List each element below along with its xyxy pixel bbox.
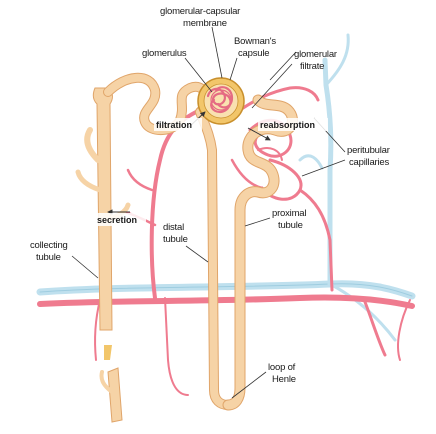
label-peritubular-1: peritubular xyxy=(347,145,390,156)
label-membrane-2: membrane xyxy=(183,18,227,29)
label-secretion: secretion xyxy=(97,215,137,225)
label-filtration: filtration xyxy=(156,120,192,130)
label-capsule-2: capsule xyxy=(238,48,269,59)
label-henle-1: loop of xyxy=(268,362,296,373)
label-filtrate-1: glomerular xyxy=(294,49,337,60)
label-proximal-1: proximal xyxy=(272,208,306,219)
bowmans-capsule xyxy=(197,77,245,125)
label-distal-2: tubule xyxy=(163,234,188,245)
label-glomerulus: glomerulus xyxy=(142,48,187,59)
label-collecting-1: collecting xyxy=(30,240,68,251)
label-henle-2: Henle xyxy=(272,374,296,385)
labels: glomerular-capsular membrane Bowman's ca… xyxy=(30,6,390,385)
label-distal-1: distal xyxy=(163,222,184,233)
artery-network xyxy=(37,86,415,396)
label-membrane-1: glomerular-capsular xyxy=(160,6,240,17)
label-filtrate-2: filtrate xyxy=(300,61,324,72)
glomerulus xyxy=(206,86,234,114)
label-capsule-1: Bowman's xyxy=(234,36,276,47)
leader-lines xyxy=(71,26,346,399)
proximal-tubule xyxy=(222,94,298,411)
label-peritubular-2: capillaries xyxy=(349,157,389,168)
label-collecting-2: tubule xyxy=(36,252,61,263)
collecting-tubule xyxy=(75,87,131,423)
label-proximal-2: tubule xyxy=(278,220,303,231)
label-reabsorption: reabsorption xyxy=(260,120,315,130)
